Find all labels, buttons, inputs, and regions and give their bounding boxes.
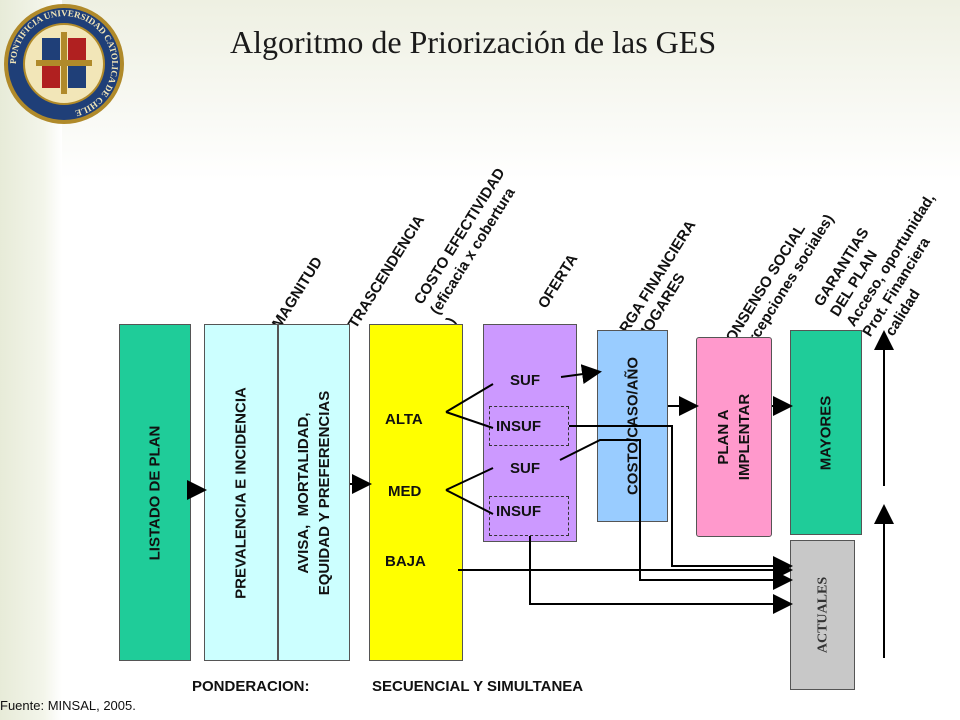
box-plan: PLAN A IMPLENTAR <box>696 337 772 537</box>
oferta-suf-2: SUF <box>510 460 540 477</box>
fork-alta-insuf <box>445 411 494 429</box>
level-med: MED <box>388 483 422 500</box>
level-baja: BAJA <box>385 553 426 570</box>
arrow-suf-costo <box>560 364 602 385</box>
fork-alta-suf <box>445 383 494 413</box>
oferta-insuf-frame-2 <box>489 496 569 536</box>
arrow-suf2-actuales <box>559 439 793 590</box>
header-background <box>0 0 960 180</box>
box-prevalencia: PREVALENCIA E INCIDENCIA <box>204 324 278 661</box>
secuencial-label: SECUENCIAL Y SIMULTANEA <box>372 678 584 695</box>
arrow-insuf2-actuales <box>529 536 793 614</box>
ponderacion-label: PONDERACION: <box>192 678 310 695</box>
oferta-suf-1: SUF <box>510 372 540 389</box>
arrow-insuf1-actuales <box>569 425 793 576</box>
source-note: Fuente: MINSAL, 2005. <box>0 698 136 713</box>
box-oferta <box>483 324 577 542</box>
fork-med-insuf <box>445 489 494 515</box>
level-alta: ALTA <box>385 411 423 428</box>
box-avisa: AVISA, MORTALIDAD, EQUIDAD Y PREFERENCIA… <box>278 324 350 661</box>
university-seal-icon: PONTIFICIA UNIVERSIDAD CATOLICA DE CHILE <box>4 4 124 124</box>
page-title: Algoritmo de Priorización de las GES <box>230 24 717 60</box>
box-actuales: ACTUALES <box>790 540 855 690</box>
fork-med-suf <box>445 467 494 491</box>
box-listado-plan: LISTADO DE PLAN <box>119 324 191 661</box>
oferta-insuf-1: INSUF <box>496 418 541 435</box>
box-costo-efectividad <box>369 324 463 661</box>
oferta-insuf-2: INSUF <box>496 503 541 520</box>
box-mayores: MAYORES <box>790 330 862 535</box>
